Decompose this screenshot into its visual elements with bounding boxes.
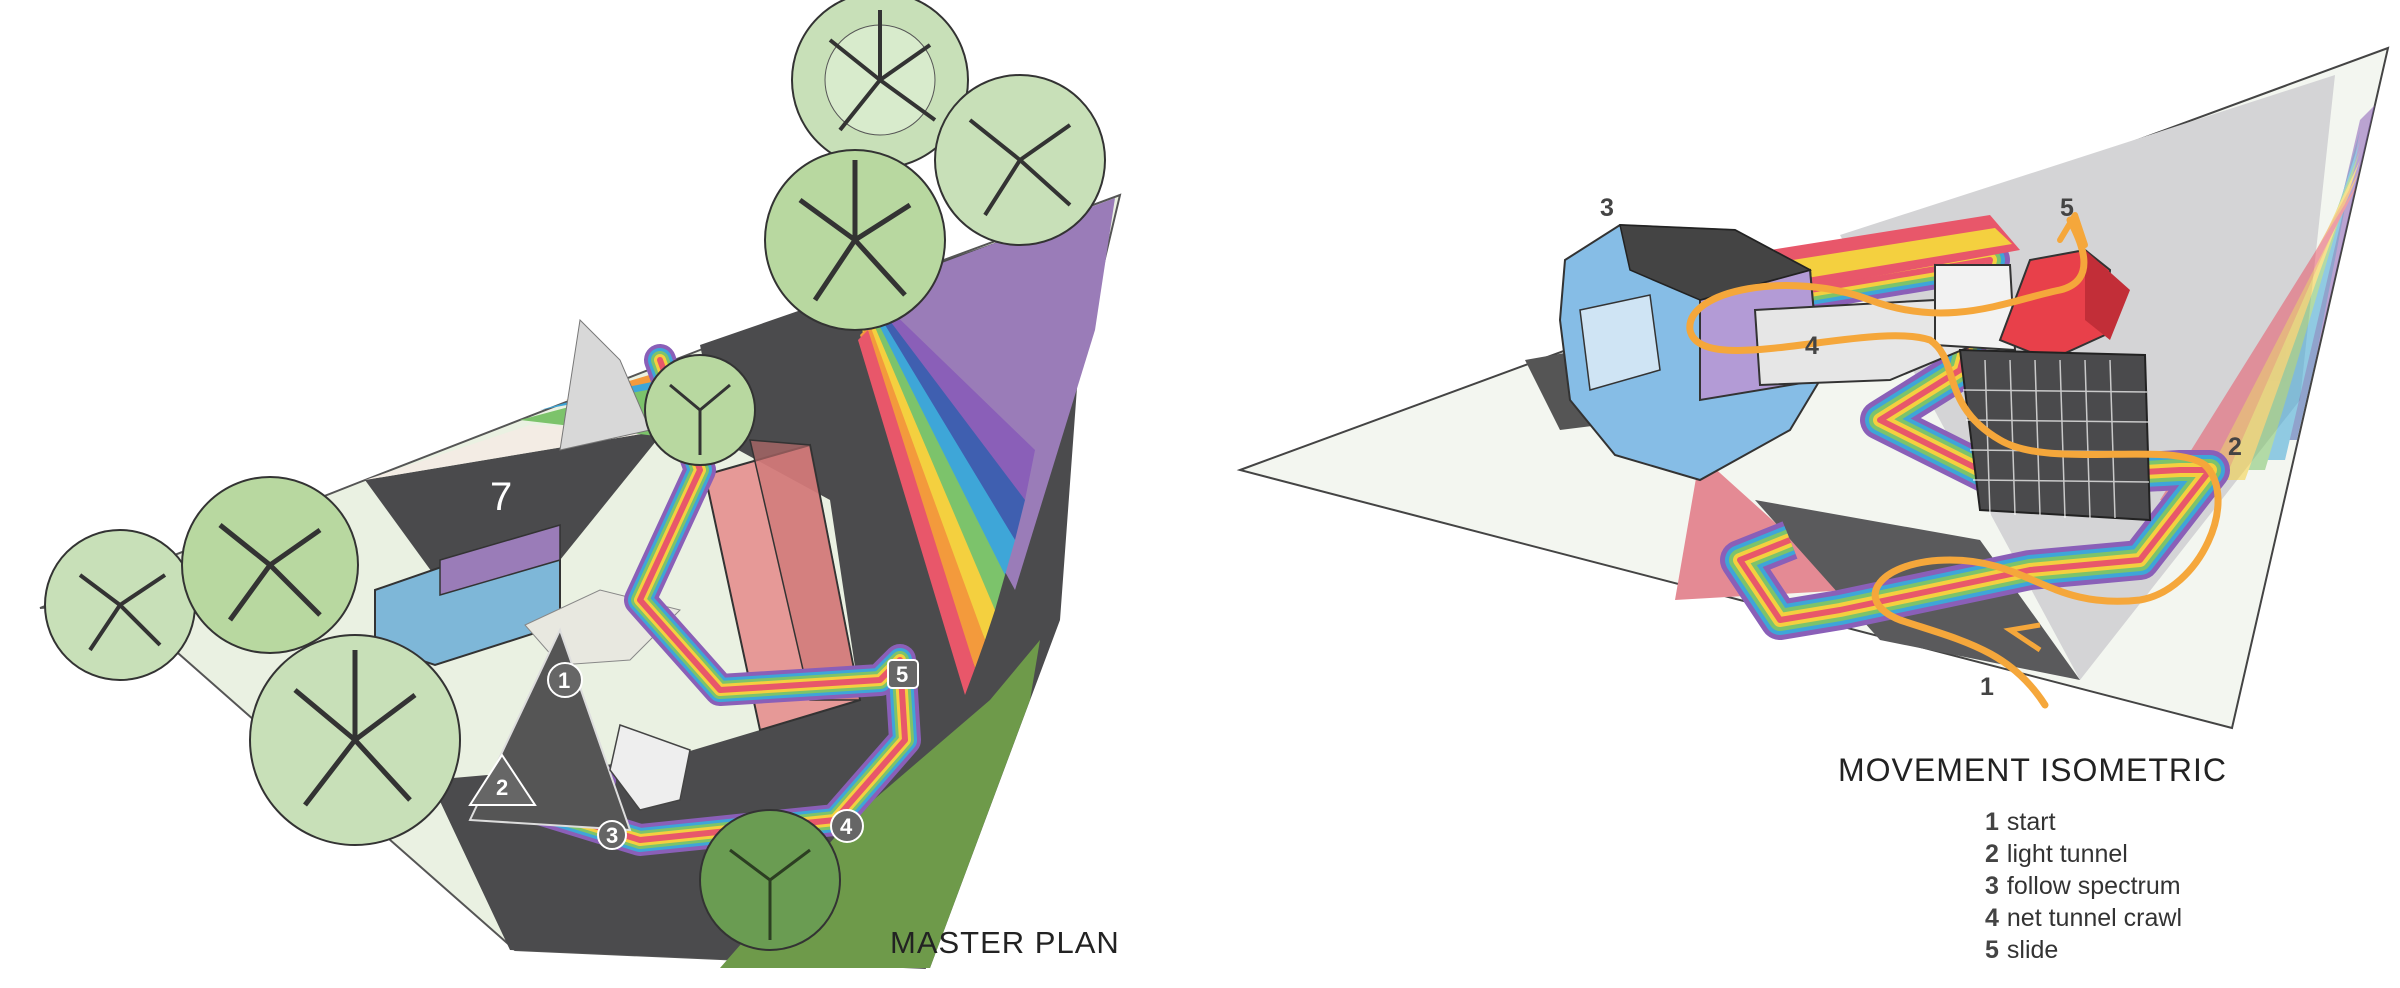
- tree-icon: [249, 634, 461, 846]
- legend-label: net tunnel crawl: [2006, 904, 2183, 932]
- arrow-icon: [2057, 212, 2088, 248]
- legend-number: 1: [1985, 808, 1999, 836]
- station-five: 5: [896, 662, 908, 687]
- arrow-icon: [2003, 622, 2042, 653]
- legend-label: light tunnel: [2006, 840, 2128, 868]
- iso-callout-2: 2: [2228, 433, 2242, 461]
- purple-wedge: [870, 198, 1115, 590]
- legend-label: start: [2006, 808, 2056, 836]
- legend-number: 2: [1985, 840, 1999, 868]
- legend-number: 5: [1985, 936, 1999, 964]
- movement-isometric: 3 5 4 2 1: [1236, 46, 2390, 730]
- iso-pink-pad: [1675, 455, 1850, 600]
- zone-seven-area: [365, 430, 665, 590]
- station-three: 3: [606, 823, 618, 848]
- legend-label: slide: [2006, 936, 2059, 964]
- master-plan-title: MASTER PLAN: [890, 925, 1120, 960]
- tree-icon: [934, 74, 1106, 246]
- iso-callout-4: 4: [1805, 332, 1819, 360]
- station-one: 1: [558, 668, 570, 693]
- iso-callout-5: 5: [2060, 194, 2074, 222]
- tree-icon: [44, 529, 196, 681]
- master-plan: 7 1 2 3 4: [39, 0, 1122, 970]
- tree-icon: [181, 476, 359, 654]
- tree-icon: [791, 0, 969, 169]
- tree-icon: [644, 354, 756, 466]
- iso-callout-1: 1: [1980, 673, 1994, 701]
- tree-icon: [699, 809, 841, 951]
- legend-number: 4: [1985, 904, 1999, 932]
- zone-number-seven: 7: [490, 475, 512, 519]
- legend-label: follow spectrum: [2006, 872, 2181, 900]
- legend-number: 3: [1985, 872, 1999, 900]
- tree-icon: [764, 149, 946, 331]
- station-two: 2: [496, 775, 508, 800]
- movement-isometric-title: MOVEMENT ISOMETRIC: [1838, 752, 2227, 788]
- iso-callout-3: 3: [1600, 194, 1614, 222]
- iso-movement-path: [1686, 216, 2222, 709]
- iso-net-grid: [1958, 348, 2152, 522]
- diamond-net: [609, 724, 691, 811]
- station-four: 4: [840, 814, 853, 839]
- spectrum-fan: [858, 300, 1035, 695]
- trees: [44, 0, 1106, 951]
- station-markers: 1 2 3 4 5 6: [468, 288, 919, 850]
